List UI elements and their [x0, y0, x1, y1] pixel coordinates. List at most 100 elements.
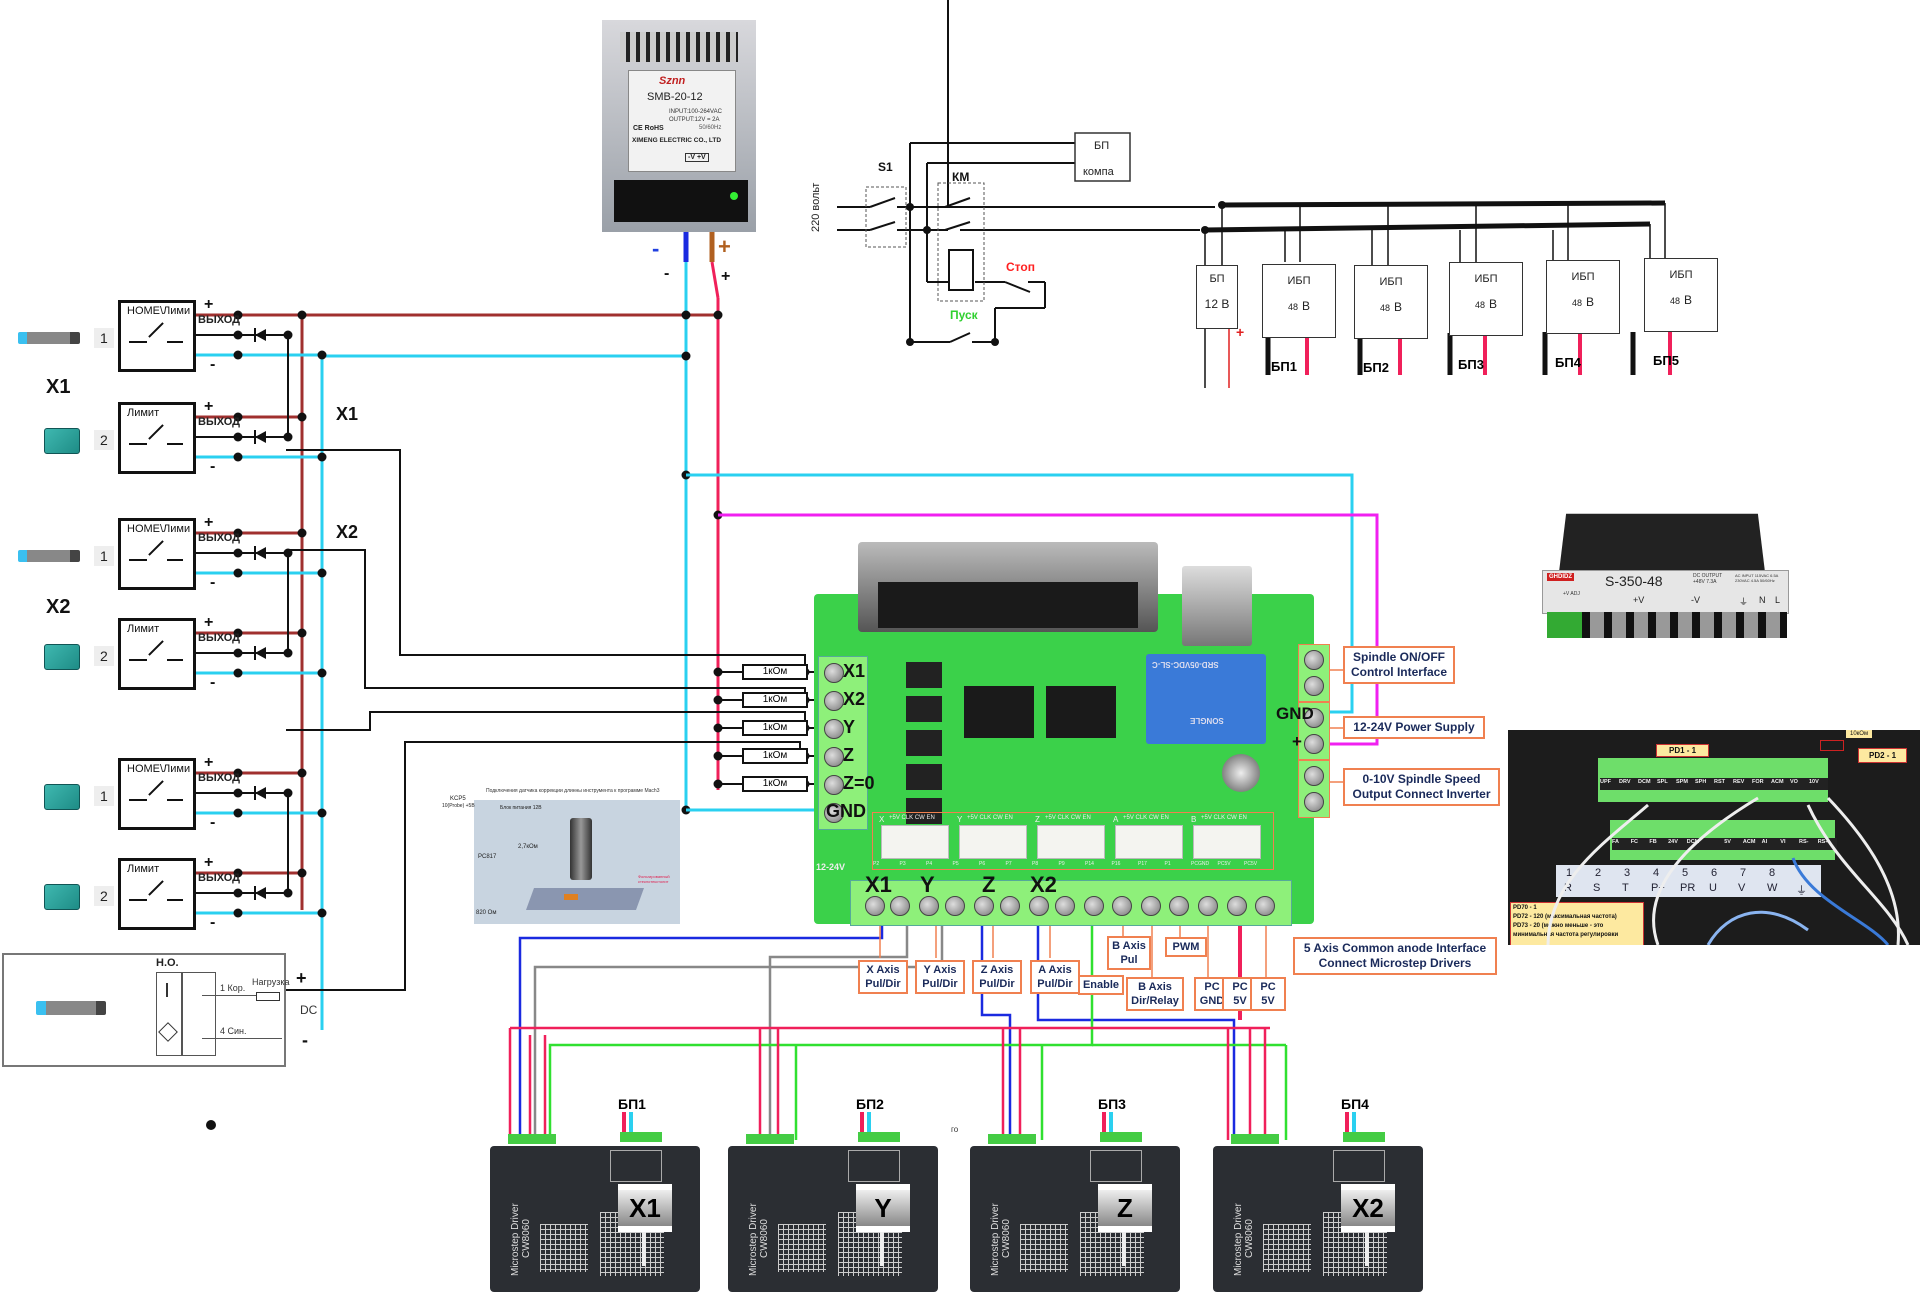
pin-label: P2	[873, 861, 880, 867]
ups-title: ИБП	[1379, 276, 1403, 288]
vfd-power-number: 7	[1740, 867, 1747, 879]
driver-axis-label: Y	[856, 1184, 910, 1232]
stray-text: го	[951, 1125, 959, 1134]
vfd-power-terminal: S	[1593, 882, 1601, 894]
km-coil	[948, 249, 974, 291]
driver-table	[1263, 1224, 1311, 1272]
shaft-icon	[642, 1232, 646, 1266]
sensor-plus: +	[204, 614, 214, 631]
vfd-io-terminal: FB	[1649, 839, 1657, 845]
ups-title: ИБП	[1571, 271, 1595, 283]
driver-part: CW8060	[1244, 1219, 1255, 1258]
vfd-control-terminal: SPM	[1676, 779, 1688, 785]
power-gnd-label: GND	[1276, 704, 1314, 723]
vfd-setting-note: минимальная частота регулировки	[1513, 932, 1619, 938]
pin-label: P16	[1111, 861, 1121, 867]
no-sensor-type: Н.О.	[156, 957, 179, 969]
vfd-resistor	[1820, 740, 1844, 751]
no-sensor-pin4: 4 Син.	[220, 1026, 247, 1036]
shaft-icon	[1365, 1232, 1369, 1266]
stepper-connector: Y+5V CLK CW EN	[957, 815, 1029, 861]
output-note: PWM	[1165, 937, 1207, 957]
psu48-term-pos: +V	[1633, 595, 1645, 605]
pin-label: PC5V	[1217, 861, 1231, 867]
psu-12v-plus: +	[1236, 324, 1245, 340]
mains-schematic	[837, 0, 1215, 345]
capacitor	[1222, 754, 1260, 792]
switch-lever	[148, 424, 164, 440]
connector-axis: B	[1191, 815, 1197, 824]
psu-48v-photo: GHDIDZ S-350-48 DC OUTPUT +48V 7.3A AC I…	[1522, 500, 1792, 640]
power-connector	[620, 1132, 662, 1142]
connector-axis: X	[879, 815, 885, 824]
inductive-sensor-icon	[18, 550, 80, 562]
output-note: A Axis Pul/Dir	[1030, 960, 1080, 994]
sensor-switch-box: Лимит	[118, 402, 196, 474]
psu-12v-voltage: 12 В	[1204, 297, 1230, 311]
vfd-io-terminal: FC	[1630, 839, 1639, 845]
driver-psu-label: БП4	[1341, 1096, 1369, 1112]
driver-model: Microstep Driver	[1233, 1203, 1244, 1276]
driver-table	[540, 1224, 588, 1272]
psu-wire-red	[860, 1112, 864, 1140]
sensor-output-label: ВЫХОД	[198, 632, 241, 644]
driver-psu-label: БП2	[856, 1096, 884, 1112]
probe-kcp5-pins: 10(Probe) +5В	[442, 803, 475, 809]
pin-label: P14	[1085, 861, 1094, 867]
psu48-ac-in: AC INPUT 115VAC 6.5A 230VAC 4.5A 50/60Hz	[1735, 573, 1779, 583]
switch-symbol	[129, 443, 183, 445]
sensor-number: 2	[94, 646, 114, 666]
psu48-term-neg: -V	[1691, 595, 1700, 605]
ups-voltage: 48	[1287, 302, 1298, 312]
vfd-power-number: 6	[1711, 867, 1718, 879]
connector-axis: A	[1113, 815, 1119, 824]
output-note: PC 5V	[1250, 977, 1286, 1011]
output-terminal-screw	[1029, 896, 1049, 916]
vfd-control-terminal: DCM	[1638, 779, 1651, 785]
output-note: B Axis Pul	[1107, 936, 1151, 970]
input-label: Z	[843, 745, 854, 765]
output-terminal-screw	[1255, 896, 1275, 916]
probe-inset: Подключения датчика коррекции длинны инс…	[430, 788, 680, 926]
switch-symbol	[129, 341, 183, 343]
vfd-power-terminal: W	[1767, 882, 1778, 894]
switch-lever	[148, 780, 164, 796]
ups-voltage: 48	[1669, 296, 1680, 306]
output-terminal-screw	[1169, 896, 1189, 916]
output-terminal-screw	[1084, 896, 1104, 916]
vfd-io-terminal: RS-	[1799, 839, 1809, 845]
output-note: Enable	[1078, 975, 1124, 995]
psu-input: INPUT:100-264VAC	[669, 109, 722, 115]
vfd-setting-pd73: PD73 - 20 (можно меньше - это	[1513, 923, 1604, 929]
connector-housing	[1115, 825, 1183, 859]
vfd-resistor-label: 10кОм	[1846, 730, 1873, 738]
stepper-connector: B+5V CLK CW EN	[1191, 815, 1263, 861]
output-terminal-screw	[1198, 896, 1218, 916]
sensor-minus: -	[210, 914, 216, 931]
probe-foil-label: Фольгированный стеклотекстолит	[638, 874, 670, 884]
vfd-settings: PD70 - 1 PD72 - 120 (максимальная частот…	[1510, 902, 1644, 945]
probe-title: Подключения датчика коррекции длинны инс…	[486, 788, 660, 794]
power-plus-label: +	[1292, 732, 1302, 751]
vfd-io-terminal: AI	[1761, 839, 1768, 845]
screw	[1304, 650, 1324, 670]
pullup-resistor: 1кОм	[742, 692, 808, 708]
psu-cert: CE RoHS	[633, 125, 664, 132]
sensor-plus: +	[204, 514, 214, 531]
driver-model: Microstep Driver	[510, 1203, 521, 1276]
ups-unit: В	[1394, 300, 1403, 314]
sensor-title: HOME\Лими	[127, 305, 191, 317]
input-terminal-screw	[824, 719, 844, 739]
output-axis-label: Y	[920, 872, 935, 897]
pin-label: P17	[1138, 861, 1147, 867]
psu-minus-label: -	[652, 236, 660, 261]
no-sensor-panel: Н.О. 1 Кор. 4 Син. Нагрузка	[2, 953, 289, 1067]
ups-output-label: БП1	[1271, 359, 1297, 374]
driver-part: CW8060	[759, 1219, 770, 1258]
machine-table	[525, 888, 645, 910]
